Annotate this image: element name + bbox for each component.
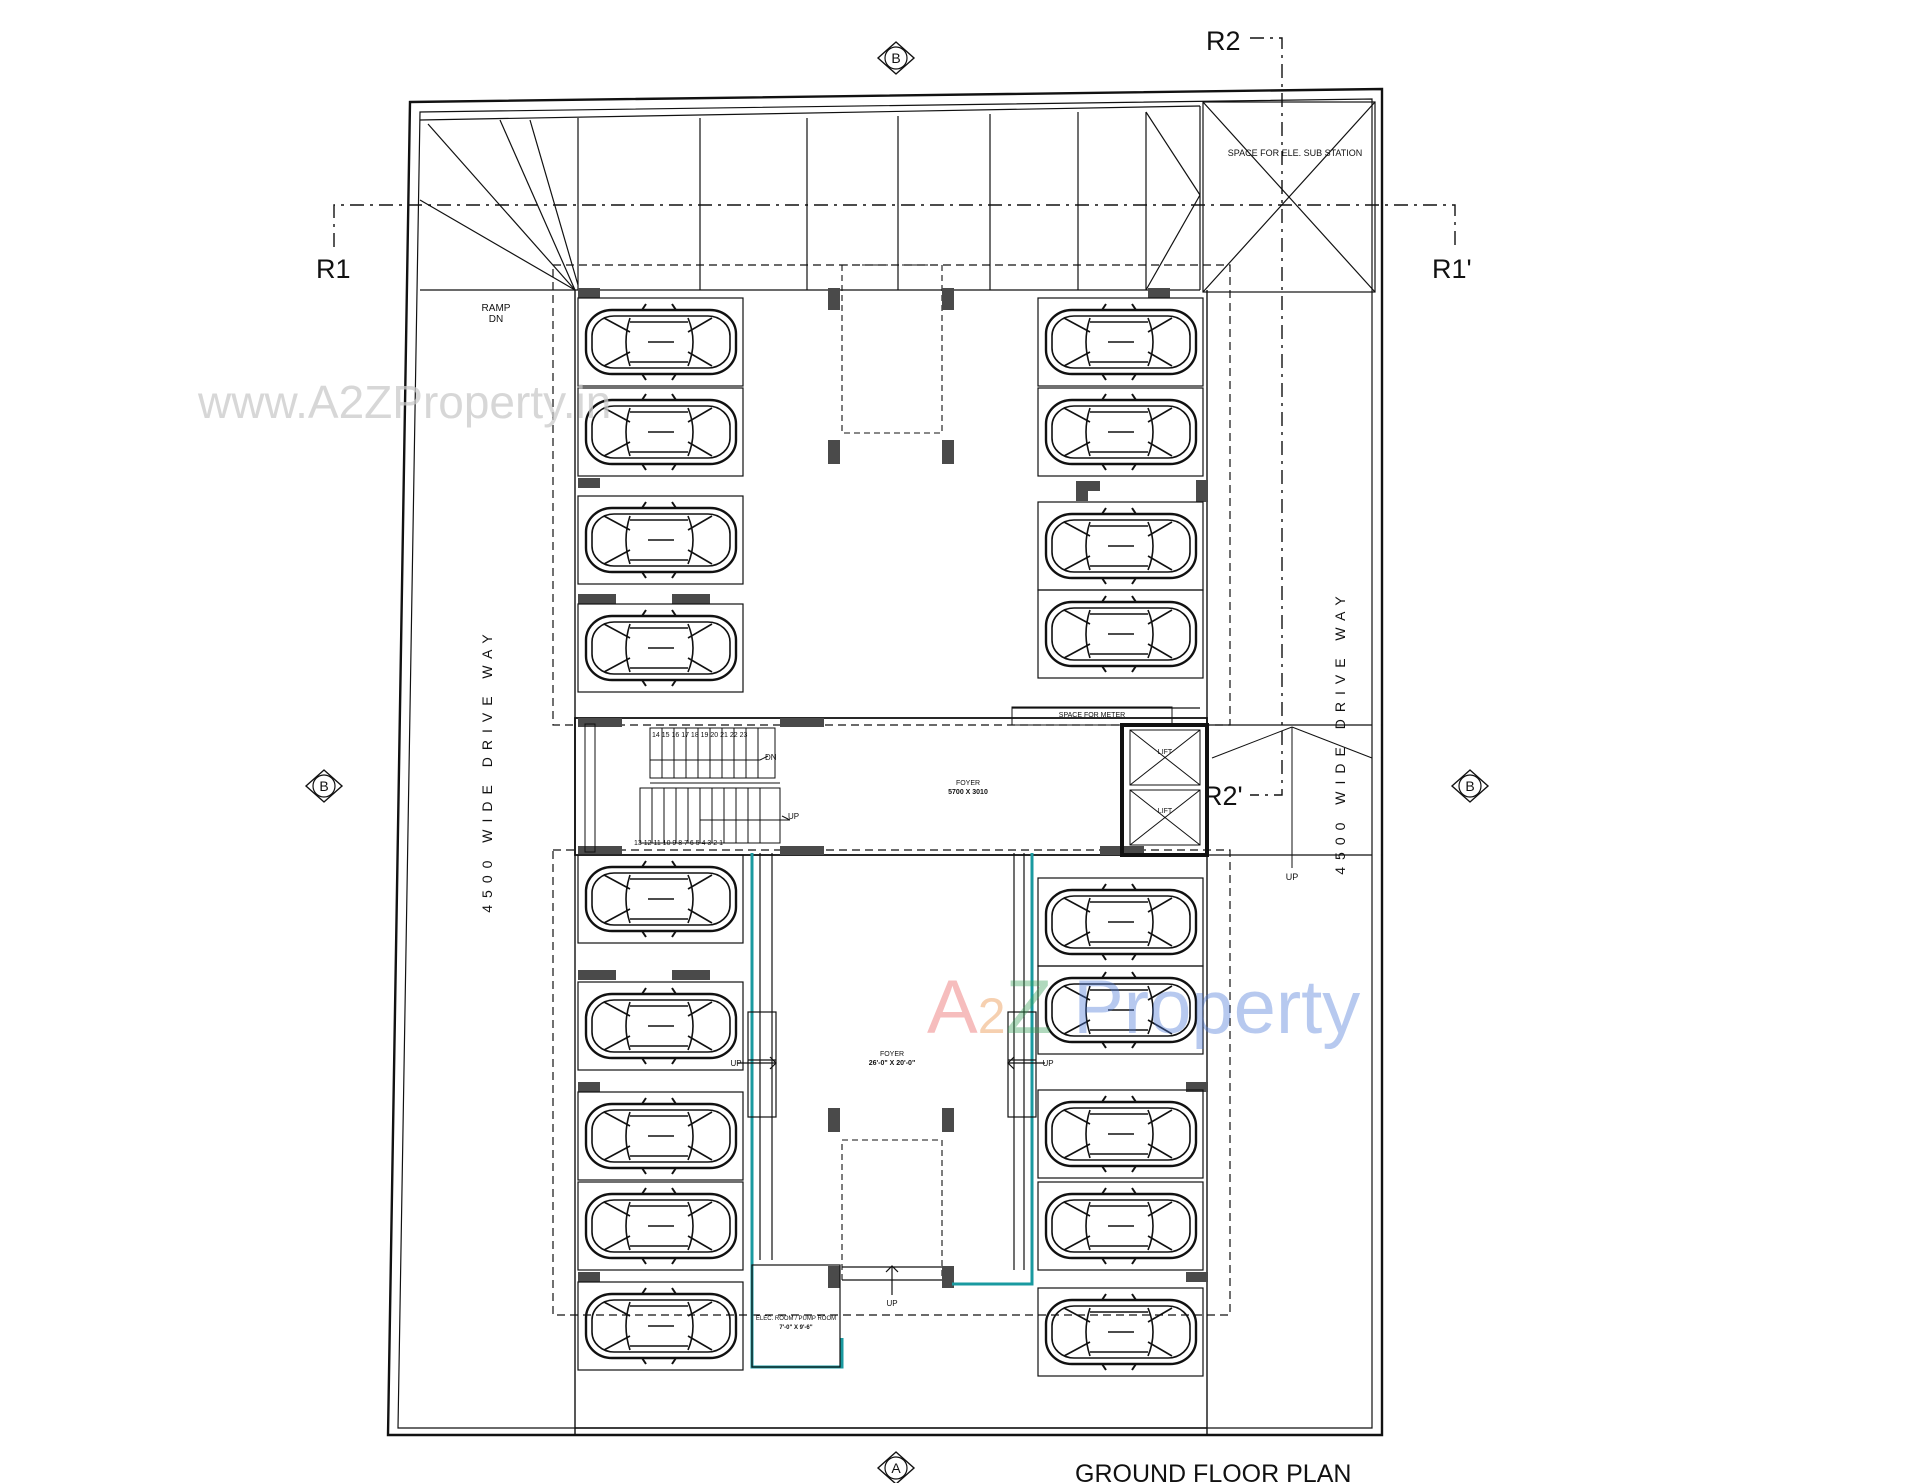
stair-core [584,723,791,853]
parking-slot [577,1181,744,1271]
stair-bottom-numbers: 13 12 11 10 9 8 7 6 5 4 3 2 1 [634,840,723,847]
parking-slot [577,1091,744,1181]
stair-dn-label: DN [765,753,777,762]
car-icon [584,1287,738,1365]
parking-slot [577,981,744,1071]
ramp [419,105,1201,291]
lift-core [1120,723,1209,857]
columns [578,288,1208,1288]
parking-slots [577,297,1204,1377]
lift-1-label: LIFT [1158,749,1173,756]
up-right-label: UP [1042,1059,1053,1068]
section-mark-r1: R1 [316,254,351,284]
parking-slot [1037,1089,1204,1179]
foyer-top-size: 5700 X 3010 [948,789,988,796]
substation-box [1202,101,1376,293]
parking-slot [577,495,744,585]
svg-text:B: B [1465,778,1474,794]
parking-slot [1037,877,1204,967]
car-icon [1044,1187,1198,1265]
section-lines [333,37,1456,796]
car-icon [1044,1095,1198,1173]
parking-slot [577,1281,744,1371]
grid-bubble-top: B [876,41,916,75]
parking-slot [1037,1287,1204,1377]
stair-up-label: UP [788,812,799,821]
car-icon [584,1187,738,1265]
car-icon [584,303,738,381]
meter-space [1011,706,1173,726]
car-icon [1044,595,1198,673]
substation-label: SPACE FOR ELE. SUB STATION [1228,148,1363,158]
grid-bubble-left: B [304,769,344,803]
grid-bubble-bottom: A [876,1451,916,1483]
car-icon [584,609,738,687]
driveway-up-label: UP [1286,872,1299,882]
stair-top-numbers: 14 15 16 17 18 19 20 21 22 23 [652,732,747,739]
foyer-top-name: FOYER [956,780,980,787]
svg-text:A: A [891,1460,901,1476]
driveway-right-label: 4500 WIDE DRIVE WAY [1332,589,1348,874]
parking-slot [577,854,744,944]
ramp-label-1: RAMP [482,303,511,314]
foyer-bottom-size: 26'-0" X 20'-0" [869,1060,916,1067]
small-room-size: 7'-0" X 9'-6" [779,1325,812,1331]
parking-slot [1037,297,1204,387]
car-icon [584,393,738,471]
lift-2-label: LIFT [1158,808,1173,815]
car-icon [1044,1293,1198,1371]
section-mark-r2-prime: R2' [1203,781,1243,811]
small-room-name: ELEC. ROOM / PUMP ROOM [756,1316,836,1322]
passage-walls [737,853,1045,1368]
up-left-label: UP [730,1059,741,1068]
section-mark-r2: R2 [1206,26,1241,56]
url-watermark: www.A2ZProperty.in [197,376,611,428]
brand-watermark: A2Z Property [927,965,1360,1050]
driveway-left-label: 4500 WIDE DRIVE WAY [479,627,495,912]
parking-slot [1037,589,1204,679]
parking-slot [1037,1181,1204,1271]
plot-boundary [386,87,1384,1437]
car-icon [584,860,738,938]
car-icon [1044,883,1198,961]
parking-slot [1037,387,1204,477]
parking-slot [577,603,744,693]
meter-label: SPACE FOR METER [1059,712,1125,719]
svg-text:B: B [319,778,328,794]
column-l-shape [1076,481,1100,501]
driveway-up-ramp [1211,726,1373,868]
foyer-bottom-name: FOYER [880,1051,904,1058]
parking-slot [1037,501,1204,591]
parking-slot [1037,965,1204,1055]
drawing-title: GROUND FLOOR PLAN [1075,1460,1351,1483]
building-outline [552,264,1372,1435]
ramp-label-2: DN [489,314,503,325]
car-icon [1044,507,1198,585]
car-icon [584,987,738,1065]
svg-text:B: B [891,50,900,66]
car-icon [1044,971,1198,1049]
parking-slot [577,297,744,387]
section-mark-r1-prime: R1' [1432,254,1472,284]
up-bottom-label: UP [886,1299,897,1308]
parking-slot [577,387,744,477]
grid-bubble-right: B [1450,769,1490,803]
car-icon [1044,303,1198,381]
car-icon [584,501,738,579]
car-icon [1044,393,1198,471]
car-icon [584,1097,738,1175]
